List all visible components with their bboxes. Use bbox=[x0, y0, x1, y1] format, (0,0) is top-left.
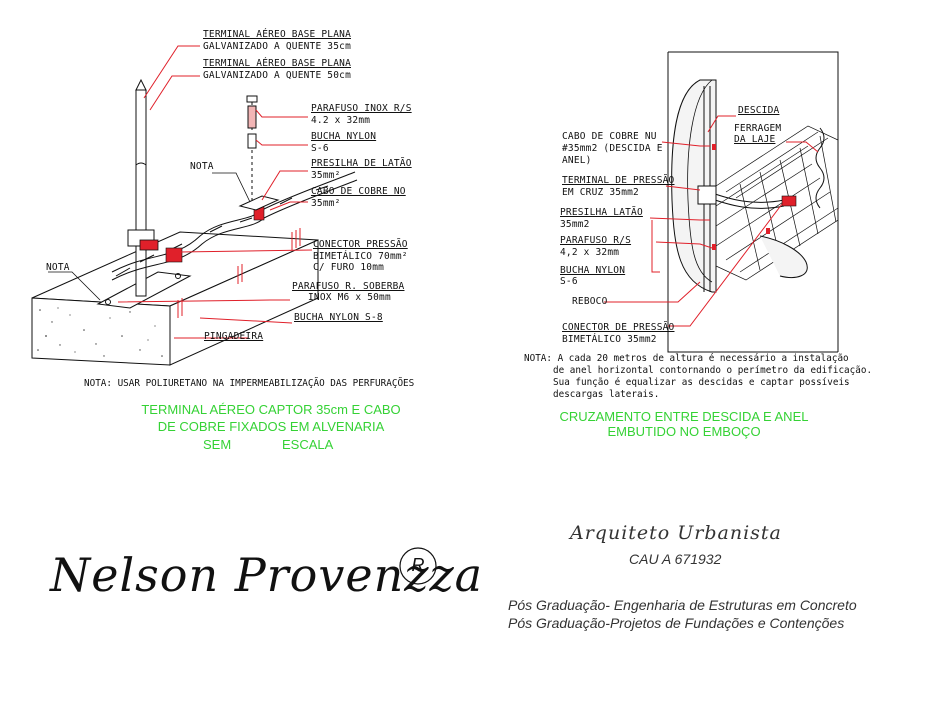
label-reboco: REBOCO bbox=[572, 296, 608, 307]
label-bucha-nylon-line1: BUCHA NYLON bbox=[560, 265, 626, 276]
label-presilha-line2: 35mm² bbox=[311, 170, 341, 181]
label-conector-line3: C/ FURO 10mm bbox=[313, 262, 385, 273]
copper-cable bbox=[111, 171, 358, 281]
label-descida: DESCIDA bbox=[738, 105, 780, 116]
label-pingadeira: PINGADEIRA bbox=[204, 331, 264, 342]
screw-exploded bbox=[246, 95, 258, 200]
label-cabo-nu-line3: ANEL) bbox=[562, 155, 592, 166]
label-cabo-line2: 35mm² bbox=[311, 198, 341, 209]
left-black-leaders bbox=[48, 172, 251, 301]
registered-mark-icon bbox=[399, 547, 437, 585]
credit-pos1: Pós Graduação- Engenharia de Estruturas … bbox=[508, 597, 857, 613]
label-conector-line2: BIMETÁLICO 70mm² bbox=[313, 251, 408, 262]
credit-cau: CAU A 671932 bbox=[629, 551, 722, 567]
label-terminal-35-line2: GALVANIZADO A QUENTE 35cm bbox=[203, 41, 351, 52]
label-terminal-50-line1: TERMINAL AÉREO BASE PLANA bbox=[203, 58, 351, 69]
label-soberba-line2: INOX M6 x 50mm bbox=[308, 292, 391, 303]
left-title-line1: TERMINAL AÉREO CAPTOR 35cm E CABO bbox=[141, 402, 401, 417]
left-title-sem: SEM bbox=[203, 437, 232, 452]
label-parafuso-line1: PARAFUSO INOX R/S bbox=[311, 103, 412, 114]
label-conector-bimetalico-line1: CONECTOR DE PRESSÃO bbox=[562, 322, 675, 333]
label-conector-bimetalico-line2: BIMETÁLICO 35mm2 bbox=[562, 334, 657, 345]
right-title-line2: EMBUTIDO NO EMBOÇO bbox=[607, 424, 761, 439]
left-leader-lines bbox=[117, 45, 313, 339]
credit-role: Arquiteto Urbanista bbox=[570, 522, 782, 544]
label-conector-line1: CONECTOR PRESSÃO bbox=[313, 239, 408, 250]
label-presilha-latao-line1: PRESILHA LATÃO bbox=[560, 207, 643, 218]
right-title-line1: CRUZAMENTO ENTRE DESCIDA E ANEL bbox=[559, 409, 809, 424]
label-terminal-cruz-line1: TERMINAL DE PRESSÃO bbox=[562, 175, 675, 186]
right-note-line4: descargas laterais. bbox=[553, 389, 660, 400]
label-ferragem-line1: FERRAGEM bbox=[734, 123, 782, 134]
label-soberba-line1: PARAFUSO R. SOBERBA bbox=[292, 281, 405, 292]
credit-pos2: Pós Graduação-Projetos de Fundações e Co… bbox=[508, 615, 845, 631]
left-title-line2: DE COBRE FIXADOS EM ALVENARIA bbox=[157, 419, 385, 434]
label-cabo-line1: CABO DE COBRE NO bbox=[311, 186, 406, 197]
left-title-escala: ESCALA bbox=[282, 437, 334, 452]
right-leader-lines bbox=[604, 115, 819, 327]
wall-section bbox=[667, 51, 839, 353]
label-presilha-latao-line2: 35mm2 bbox=[560, 219, 590, 230]
label-nota-top: NOTA bbox=[190, 161, 214, 172]
registered-mark-letter: R bbox=[411, 555, 425, 575]
right-note-line3: Sua função é equalizar as descidas e cap… bbox=[553, 377, 850, 388]
label-presilha-line1: PRESILHA DE LATÃO bbox=[311, 158, 412, 169]
label-terminal-cruz-line2: EM CRUZ 35mm2 bbox=[562, 187, 639, 198]
label-ferragem-line2: DA LAJE bbox=[734, 134, 776, 145]
label-parafuso-rs-line1: PARAFUSO R/S bbox=[560, 235, 632, 246]
label-terminal-50-line2: GALVANIZADO A QUENTE 50cm bbox=[203, 70, 351, 81]
label-parafuso-line2: 4.2 x 32mm bbox=[311, 115, 371, 126]
left-note: NOTA: USAR POLIURETANO NA IMPERMEABILIZA… bbox=[84, 378, 415, 389]
label-cabo-nu-line2: #35mm2 (DESCIDA E bbox=[562, 143, 663, 154]
label-bucha-line1: BUCHA NYLON bbox=[311, 131, 377, 142]
right-note-line1: NOTA: A cada 20 metros de altura é neces… bbox=[524, 353, 849, 364]
label-bucha-s8: BUCHA NYLON S-8 bbox=[294, 312, 383, 323]
label-parafuso-rs-line2: 4,2 x 32mm bbox=[560, 247, 620, 258]
label-nota-left: NOTA bbox=[46, 262, 70, 273]
label-terminal-35-line1: TERMINAL AÉREO BASE PLANA bbox=[203, 29, 351, 40]
label-bucha-line2: S-6 bbox=[311, 143, 329, 154]
label-bucha-nylon-line2: S-6 bbox=[560, 276, 578, 287]
signature-name: Nelson Provenzza bbox=[50, 548, 484, 602]
slab-texture bbox=[37, 307, 163, 357]
label-cabo-nu-line1: CABO DE COBRE NU bbox=[562, 131, 657, 142]
right-note-line2: de anel horizontal contornando o perímet… bbox=[553, 365, 873, 376]
